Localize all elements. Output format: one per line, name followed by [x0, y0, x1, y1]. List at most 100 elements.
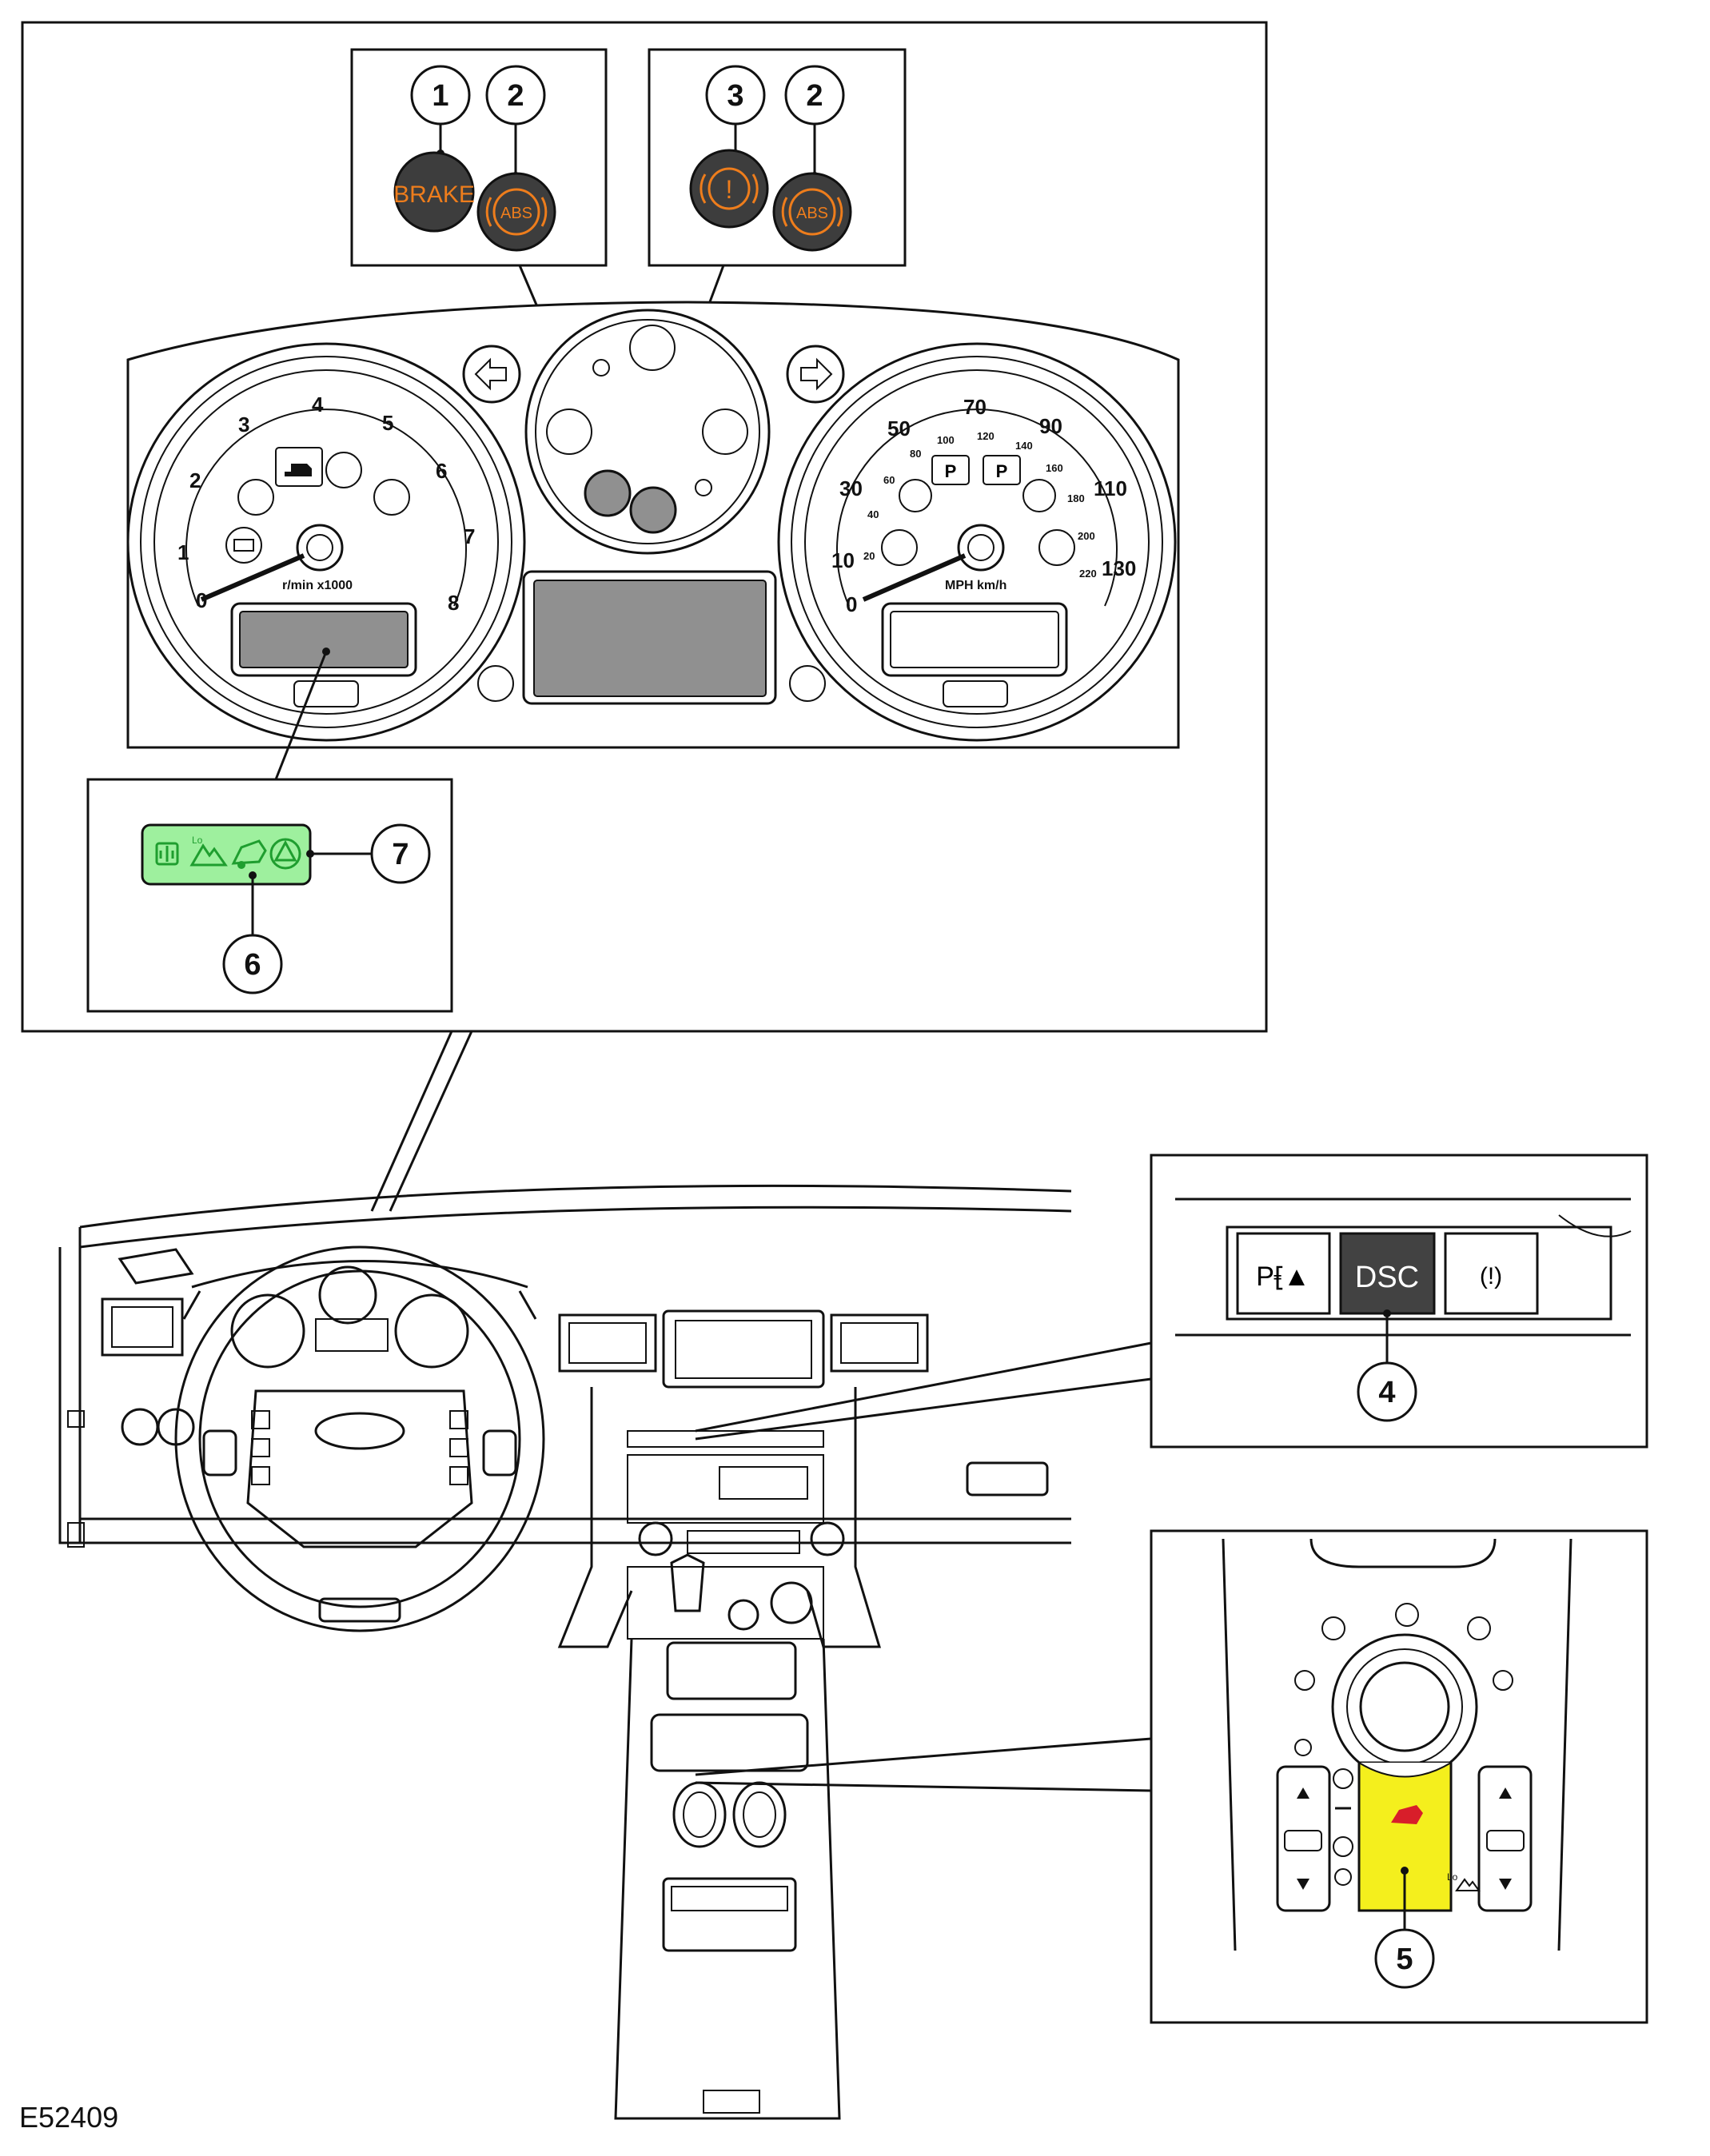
mph-tick-110: 110	[1094, 476, 1127, 500]
hdc-small-icon	[477, 665, 514, 702]
rock-crawl-mode-icon	[1493, 1670, 1513, 1691]
right-turn-indicator	[786, 345, 845, 404]
speedo-units: MPH km/h	[945, 579, 1006, 592]
figure-id: E52409	[19, 2101, 119, 2134]
fuel-level-icon	[702, 408, 748, 455]
park-indicator-icon-2	[983, 455, 1021, 485]
tach-tick-4: 4	[312, 393, 324, 416]
leader-switch-panel-1	[695, 1341, 1152, 1433]
speedo-trip-button	[943, 680, 1008, 707]
brake-lamp-text: BRAKE	[393, 181, 475, 208]
speedometer: 0 10 30 50 70 90 110 130 20 40 60 80 100…	[777, 342, 1177, 742]
mph-tick-130: 130	[1102, 556, 1136, 580]
park-brake-warning-lamp: !	[689, 149, 769, 229]
callout-5: 5	[1374, 1867, 1435, 1989]
tach-tick-6: 6	[436, 459, 447, 483]
switch-panel: P⹗▲ DSC (!)	[1175, 1198, 1632, 1337]
mph-tick-90: 90	[1039, 414, 1062, 438]
callout-6-label: 6	[244, 948, 261, 982]
callout-4-label: 4	[1378, 1376, 1395, 1409]
leader-frame-left	[370, 1030, 453, 1212]
tach-trip-button	[293, 680, 359, 707]
abs-lamp-left-text: ABS	[500, 205, 532, 222]
park-aid-label: P⹗▲	[1256, 1261, 1310, 1292]
special-mode-icon	[1294, 1739, 1312, 1756]
glow-plug-icon	[899, 479, 932, 512]
callout-2-left-label: 2	[507, 79, 524, 113]
kmh-tick-100: 100	[937, 434, 955, 446]
centre-gauge-pod	[524, 309, 771, 555]
park-aid-button[interactable]	[1236, 1232, 1331, 1315]
headlamp-icon	[629, 325, 676, 371]
tyre-pressure-label: (!)	[1480, 1263, 1502, 1289]
trailer-icon	[789, 665, 826, 702]
leader-frame-right	[389, 1030, 473, 1212]
hill-descent-icon	[155, 842, 179, 866]
terrain-vehicle-icon	[231, 839, 267, 869]
tach-tick-1: 1	[177, 540, 189, 564]
callout-2-left: 2	[485, 65, 546, 180]
leader-terrain-1	[695, 1737, 1152, 1776]
callout-3-label: 3	[727, 79, 743, 113]
callout-4: 4	[1357, 1309, 1417, 1422]
mph-tick-10: 10	[831, 548, 855, 572]
park-brake-lamp-text: !	[726, 175, 733, 204]
leader-switch-panel-2	[695, 1377, 1152, 1441]
leader-tach-lcd	[274, 651, 328, 780]
instrument-cluster: 0 1 2 3 4 5 6 7 8 r/min x1000	[126, 301, 1180, 749]
kmh-tick-20: 20	[863, 550, 875, 562]
dsc-button[interactable]	[1339, 1232, 1436, 1315]
front-fog-icon	[1038, 529, 1075, 566]
tyre-pressure-button[interactable]	[1444, 1232, 1539, 1315]
battery-icon	[225, 527, 262, 564]
callout-7-label: 7	[392, 838, 409, 871]
terrain-vehicle-red-icon	[1391, 1805, 1423, 1824]
grass-snow-mode-icon	[1321, 1616, 1345, 1640]
park-indicator-2-text: P	[996, 461, 1008, 481]
terrain-lo-label: Lo	[1447, 1871, 1458, 1883]
callout-6: 6	[222, 871, 283, 994]
offroad-height-icon	[1333, 1836, 1353, 1857]
kmh-tick-220: 220	[1079, 568, 1097, 580]
kmh-tick-60: 60	[883, 474, 895, 486]
tach-tick-5: 5	[382, 411, 393, 435]
mph-tick-0: 0	[846, 592, 857, 616]
tach-tick-2: 2	[189, 468, 201, 492]
airbag-icon	[373, 479, 410, 516]
abs-lamp-right-text: ABS	[796, 205, 828, 222]
kmh-tick-200: 200	[1078, 530, 1095, 542]
kmh-tick-40: 40	[867, 508, 879, 520]
left-turn-indicator	[462, 345, 521, 404]
access-height-icon	[1333, 1768, 1353, 1789]
brake-lamp-position	[584, 469, 632, 517]
kmh-tick-140: 140	[1015, 440, 1033, 452]
kmh-tick-180: 180	[1067, 492, 1085, 504]
tach-units: r/min x1000	[282, 579, 353, 592]
low-range-icon: Lo	[189, 835, 228, 867]
mph-tick-30: 30	[839, 476, 863, 500]
callout-2-right-label: 2	[806, 79, 823, 113]
low-range-label: Lo	[192, 835, 203, 846]
kmh-tick-160: 160	[1046, 462, 1063, 474]
tach-tick-3: 3	[238, 412, 249, 436]
park-indicator-icon-1	[931, 455, 970, 485]
general-mode-icon	[1294, 1670, 1315, 1691]
warning-triangle-icon	[269, 838, 301, 870]
dashboard-illustration	[58, 1184, 1072, 2120]
mud-ruts-mode-icon	[1395, 1603, 1419, 1627]
callout-5-label: 5	[1396, 1943, 1413, 1976]
rear-fog-icon	[1022, 479, 1056, 512]
brake-warning-lamp: BRAKE	[393, 151, 475, 233]
leader-terrain-2	[695, 1781, 1152, 1792]
abs-warning-lamp-right: ABS	[772, 172, 852, 252]
dsc-label: DSC	[1355, 1261, 1419, 1294]
temp-gauge-icon	[546, 408, 592, 455]
terrain-response-controller: Lo	[1222, 1538, 1572, 1951]
kmh-tick-80: 80	[910, 448, 921, 460]
kmh-tick-120: 120	[977, 430, 995, 442]
cruise-icon	[881, 529, 918, 566]
lamp-inset-left	[350, 48, 608, 267]
park-brake-lamp-position	[629, 486, 677, 534]
sand-mode-icon	[1467, 1616, 1491, 1640]
